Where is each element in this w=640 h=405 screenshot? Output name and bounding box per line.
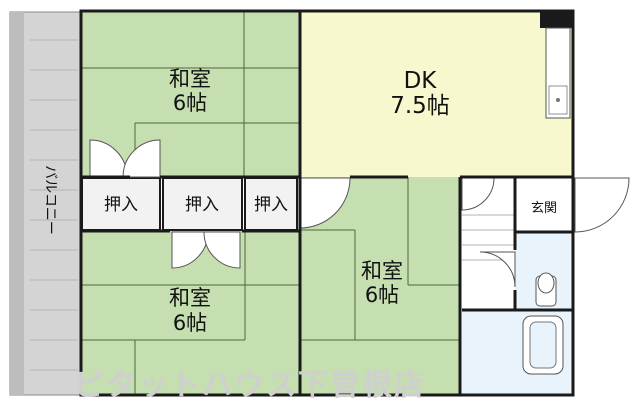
closet-2: 押入 [162, 177, 243, 231]
balcony-label: バルコニー [42, 165, 58, 235]
door-swings [89, 139, 630, 288]
closet-1: 押入 [81, 177, 161, 231]
closet-3-label: 押入 [254, 195, 288, 215]
closet-1-label: 押入 [104, 195, 138, 215]
washitsu-c-size: 6帖 [365, 283, 399, 307]
tatami-seams [82, 12, 460, 395]
closet-2-label: 押入 [185, 195, 219, 215]
walls [79, 9, 575, 397]
bathtub [522, 315, 564, 375]
dk-size: 7.5帖 [390, 93, 450, 119]
structural-column [540, 10, 572, 28]
washitsu-sw-size: 6帖 [173, 311, 207, 335]
closet-3: 押入 [244, 177, 298, 231]
washitsu-nw-size: 6帖 [173, 91, 207, 115]
toilet-fixture [535, 272, 557, 307]
kitchen-sink [545, 27, 571, 119]
dk-title: DK [404, 68, 438, 94]
washitsu-nw-title: 和室 [169, 67, 211, 91]
washitsu-c-title: 和室 [361, 259, 403, 283]
genkan [515, 177, 572, 232]
watermark: ピタットハウス下曽根店 [74, 368, 426, 403]
washitsu-sw-title: 和室 [169, 286, 211, 310]
balcony: バルコニー [9, 11, 81, 396]
genkan-label: 玄関 [531, 201, 557, 216]
room-washitsu-nw [82, 12, 300, 177]
room-dk [300, 12, 572, 177]
